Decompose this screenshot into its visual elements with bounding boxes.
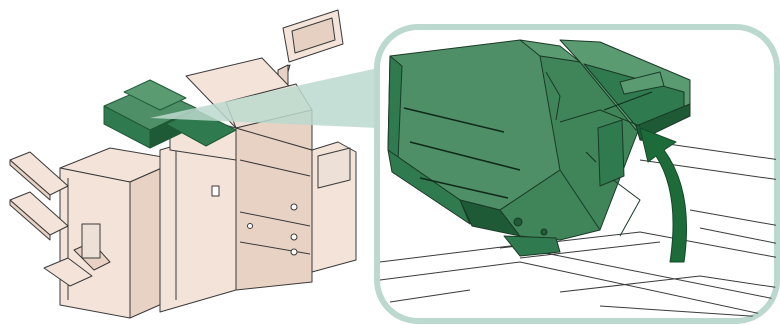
finisher-unit — [10, 148, 180, 318]
main-body — [160, 128, 356, 312]
zoom-callout — [374, 24, 780, 324]
printer-system — [10, 10, 356, 318]
